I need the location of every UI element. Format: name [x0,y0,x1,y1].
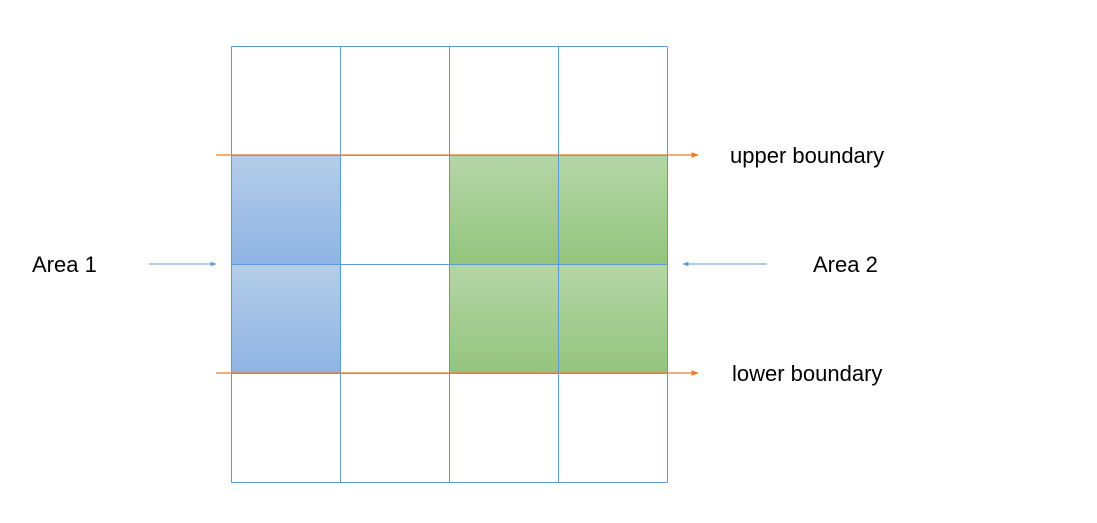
filled-cell [449,264,559,374]
filled-cell [231,155,341,265]
filled-cell [558,155,668,265]
filled-cell [449,155,559,265]
area-2-label: Area 2 [813,252,878,277]
area-2-cells [449,155,668,374]
area-1-label: Area 1 [32,252,97,277]
grid-lines [231,46,668,483]
lower-boundary-label: lower boundary [732,361,882,386]
upper-boundary-label: upper boundary [730,143,884,168]
filled-cell [558,264,668,374]
area-1-cells [231,155,341,374]
filled-cell [231,264,341,374]
